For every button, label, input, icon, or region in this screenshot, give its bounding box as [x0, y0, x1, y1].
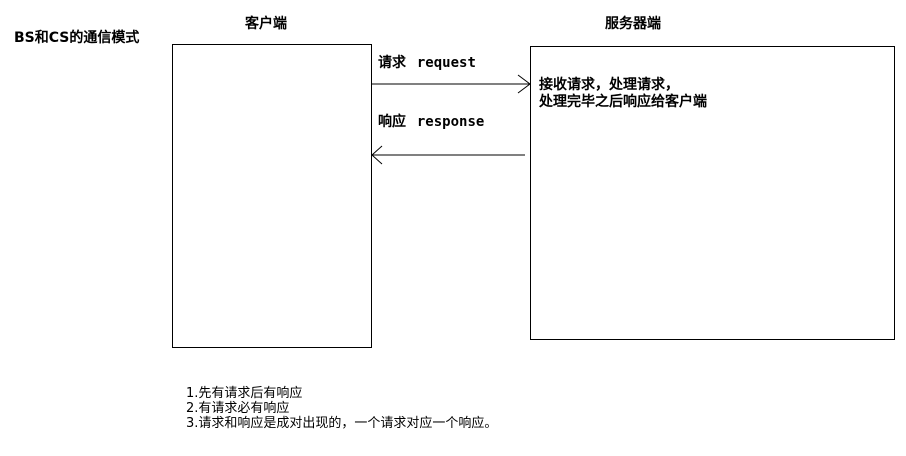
server-description-line-2: 处理完毕之后响应给客户端 — [539, 94, 707, 110]
note-item: 3.请求和响应是成对出现的，一个请求对应一个响应。 — [186, 416, 498, 431]
server-label: 服务器端 — [605, 16, 661, 32]
client-label: 客户端 — [245, 16, 287, 32]
response-arrow — [371, 145, 525, 165]
response-label-en: response — [416, 114, 485, 130]
request-label-en: request — [416, 55, 476, 71]
server-description-line-1: 接收请求，处理请求， — [539, 77, 679, 93]
diagram-title: BS和CS的通信模式 — [14, 30, 140, 46]
note-item: 1.先有请求后有响应 — [186, 386, 303, 401]
response-label-cn: 响应 — [378, 114, 406, 130]
server-box: 接收请求，处理请求， 处理完毕之后响应给客户端 — [530, 46, 895, 340]
request-label: 请求 request — [378, 55, 476, 71]
note-item: 2.有请求必有响应 — [186, 401, 290, 416]
request-label-cn: 请求 — [378, 55, 406, 71]
notes-list: 1.先有请求后有响应 2.有请求必有响应 3.请求和响应是成对出现的，一个请求对… — [186, 386, 497, 431]
request-arrow — [372, 74, 531, 94]
client-box — [172, 44, 372, 348]
response-label: 响应 response — [378, 114, 484, 130]
